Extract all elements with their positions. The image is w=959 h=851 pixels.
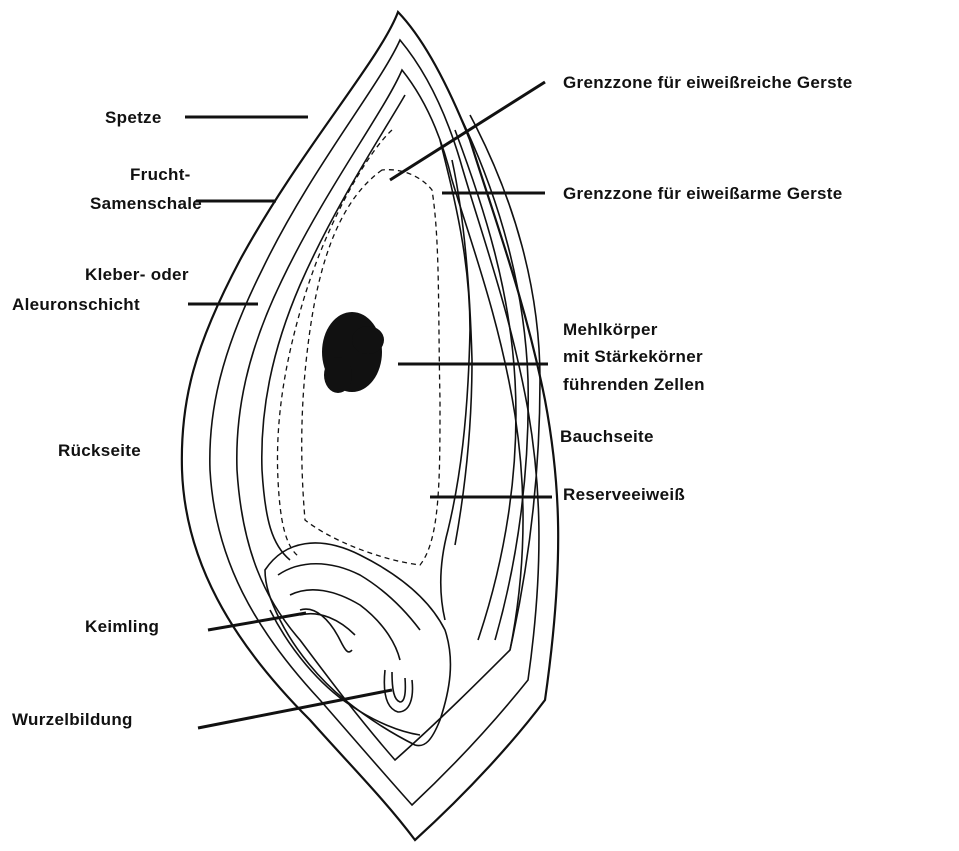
embryo-fold-3 xyxy=(300,614,355,635)
label-kleber-2: Aleuronschicht xyxy=(12,295,140,314)
label-wurzel: Wurzelbildung xyxy=(12,710,133,729)
ventral-crease-3 xyxy=(470,115,540,650)
label-rueckseite: Rückseite xyxy=(58,441,141,460)
label-mehl-2: mit Stärkekörner xyxy=(563,347,703,366)
grain-body xyxy=(182,12,558,840)
label-mehl-3: führenden Zellen xyxy=(563,375,705,394)
label-frucht-2: Samenschale xyxy=(90,194,202,213)
leader-keimling xyxy=(208,613,306,630)
label-keimling: Keimling xyxy=(85,617,159,636)
embryo-fold-1 xyxy=(278,564,420,630)
label-grenz-reich: Grenzzone für eiweißreiche Gerste xyxy=(563,73,853,92)
label-grenz-arm: Grenzzone für eiweißarme Gerste xyxy=(563,184,843,203)
label-spetze: Spetze xyxy=(105,108,162,127)
label-kleber-1: Kleber- oder xyxy=(85,265,189,284)
embryo-shield xyxy=(270,610,420,735)
starch-granule-cluster xyxy=(322,312,384,393)
label-bauch: Bauchseite xyxy=(560,427,654,446)
labels: Spetze Frucht- Samenschale Kleber- oder … xyxy=(12,73,853,729)
label-frucht-1: Frucht- xyxy=(130,165,191,184)
endosperm-inner xyxy=(440,140,470,620)
ventral-crease-1 xyxy=(455,130,516,640)
label-mehl-1: Mehlkörper xyxy=(563,320,658,339)
label-reserve: Reserveeiweiß xyxy=(563,485,685,504)
